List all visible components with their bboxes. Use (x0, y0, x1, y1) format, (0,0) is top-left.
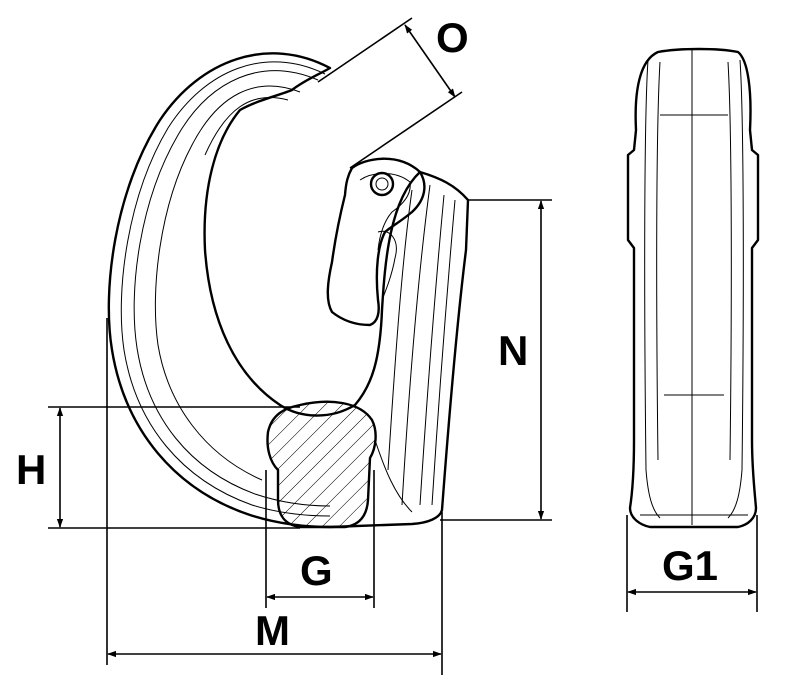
latch-pivot-pin-inner (375, 177, 389, 191)
side-view-line-3 (656, 61, 661, 461)
hook-saddle-edge (374, 439, 413, 513)
side-view-line-1 (644, 59, 661, 519)
dim-o-extension-2 (349, 91, 463, 169)
label-h: H (16, 446, 46, 493)
saddle-cross-section (266, 400, 377, 529)
hook-shank-line-4 (387, 189, 413, 471)
hook-inner-contour-1 (120, 61, 331, 517)
hook-shank-line-1 (431, 199, 456, 506)
safety-latch-lever (377, 230, 397, 301)
dimension-lines (48, 17, 758, 675)
hook-inner-contour-3 (154, 85, 301, 481)
safety-latch (326, 157, 426, 327)
hook-body-outline (107, 52, 470, 529)
side-view-outline (626, 47, 760, 529)
label-g: G (300, 547, 333, 594)
safety-latch-inner (359, 173, 411, 251)
side-view-line-4 (727, 61, 732, 461)
hook-front-view (107, 52, 470, 529)
hook-inner-contour-2 (133, 70, 331, 507)
dim-o-line (404, 24, 456, 98)
hook-shank-line-2 (419, 194, 445, 506)
label-o: O (436, 14, 469, 61)
label-g1: G1 (662, 542, 718, 589)
hook-shank-line-3 (401, 184, 431, 506)
dimension-labels: O N H G M G1 (16, 14, 718, 654)
side-view-line-2 (727, 59, 744, 519)
label-n: N (498, 327, 528, 374)
label-m: M (255, 607, 290, 654)
dim-o-extension-1 (317, 17, 413, 83)
hook-inner-contour-4 (204, 96, 289, 156)
latch-pivot-pin (369, 171, 395, 197)
hook-side-view (626, 47, 760, 529)
